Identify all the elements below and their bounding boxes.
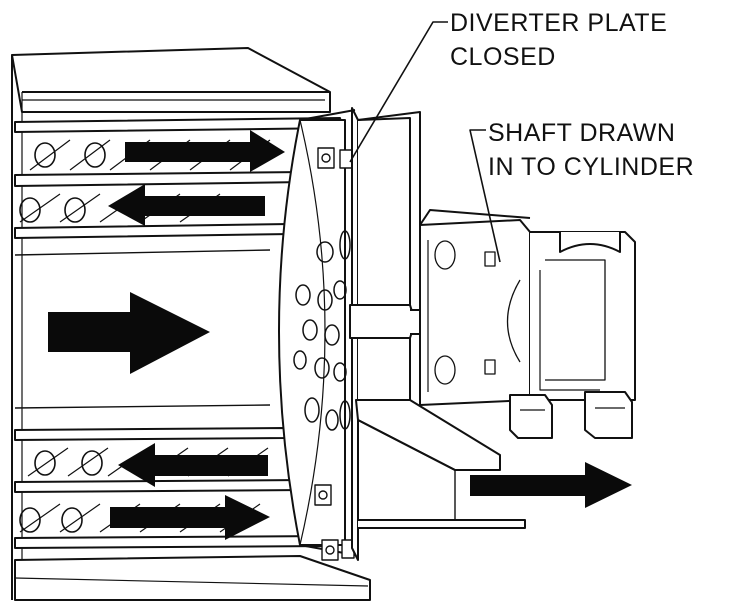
- callout-diverter-plate-line2: CLOSED: [450, 43, 556, 71]
- end-plate: [278, 109, 356, 561]
- flow-arrow-lower-inner: [118, 443, 268, 487]
- callout-shaft: SHAFT DRAWN IN TO CYLINDER: [488, 116, 694, 184]
- callout-diverter-plate-line1: DIVERTER PLATE: [450, 9, 668, 37]
- callout-leaders: [349, 21, 501, 263]
- outlet-duct: [357, 420, 456, 520]
- flow-arrow-outlet: [470, 462, 632, 508]
- callout-shaft-line1: SHAFT DRAWN: [488, 119, 676, 147]
- flow-arrow-upper-outer: [125, 130, 285, 172]
- flow-arrow-lower-outer: [110, 495, 270, 540]
- callout-shaft-line2: IN TO CYLINDER: [488, 153, 695, 181]
- flow-arrows: [48, 130, 632, 540]
- actuator-housing: [419, 209, 636, 439]
- flow-arrow-upper-inner: [108, 184, 265, 226]
- drum-housing: [11, 47, 371, 601]
- flow-arrow-center: [48, 292, 210, 374]
- callout-diverter-plate: DIVERTER PLATE CLOSED: [450, 6, 667, 74]
